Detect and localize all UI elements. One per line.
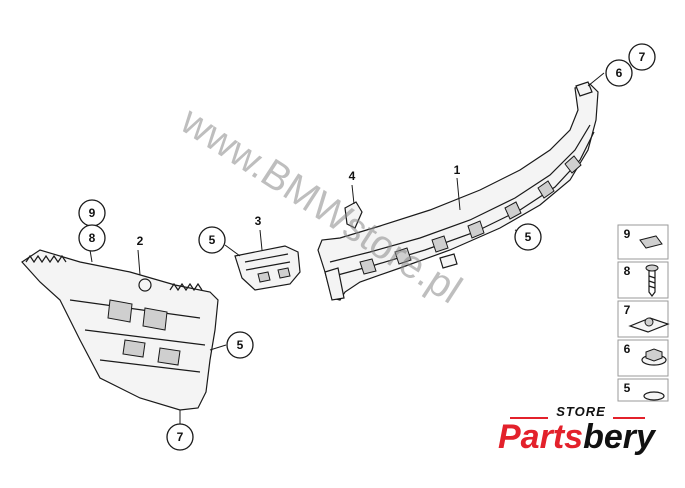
callout-6-label: 6 <box>616 66 623 80</box>
legend-label-6: 6 <box>624 342 631 356</box>
legend-label-5: 5 <box>624 381 631 395</box>
logo-store-text: STORE <box>556 404 606 419</box>
bracket-part-3 <box>234 245 301 291</box>
callout-3: 3 <box>255 214 262 228</box>
clip-nut-icon <box>639 235 663 249</box>
plug-icon <box>643 391 665 401</box>
callout-2: 2 <box>137 234 144 248</box>
callout-7-b-label: 7 <box>639 50 646 64</box>
callout-7-a: 7 <box>166 423 194 451</box>
hex-nut-icon <box>641 348 667 366</box>
callout-5-b-label: 5 <box>525 230 532 244</box>
side-bracket-part-2 <box>21 249 219 411</box>
legend-label-7: 7 <box>624 303 631 317</box>
callout-8-label: 8 <box>89 231 96 245</box>
callout-5-c: 5 <box>226 331 254 359</box>
callout-4-label: 4 <box>349 169 356 183</box>
callout-6: 6 <box>605 59 633 87</box>
callout-5-a-label: 5 <box>209 233 216 247</box>
leader-lines <box>89 72 605 425</box>
callout-5-a: 5 <box>198 226 226 254</box>
callout-4: 4 <box>349 169 356 183</box>
watermark-text: www.BMWstore.pl <box>172 98 469 312</box>
callout-7-a-label: 7 <box>177 430 184 444</box>
nut-icon <box>628 317 670 333</box>
logo-brand-part2: bery <box>583 418 655 456</box>
callout-5-c-label: 5 <box>237 338 244 352</box>
callout-7-b: 7 <box>628 43 656 71</box>
callout-2-label: 2 <box>137 234 144 248</box>
callout-9-label: 9 <box>89 206 96 220</box>
bumper-carrier <box>317 81 599 301</box>
hardware-legend: 9 8 7 6 5 <box>617 224 670 402</box>
legend-label-8: 8 <box>624 264 631 278</box>
legend-label-9: 9 <box>624 227 631 241</box>
callout-3-label: 3 <box>255 214 262 228</box>
callout-9: 9 <box>78 199 106 227</box>
callout-5-b: 5 <box>514 223 542 251</box>
logo-brand: Partsbery <box>498 418 655 457</box>
logo-brand-part1: Parts <box>498 418 584 456</box>
screw-icon <box>645 264 659 297</box>
callout-1: 1 <box>454 163 461 177</box>
callout-8: 8 <box>78 224 106 252</box>
callout-1-label: 1 <box>454 163 461 177</box>
